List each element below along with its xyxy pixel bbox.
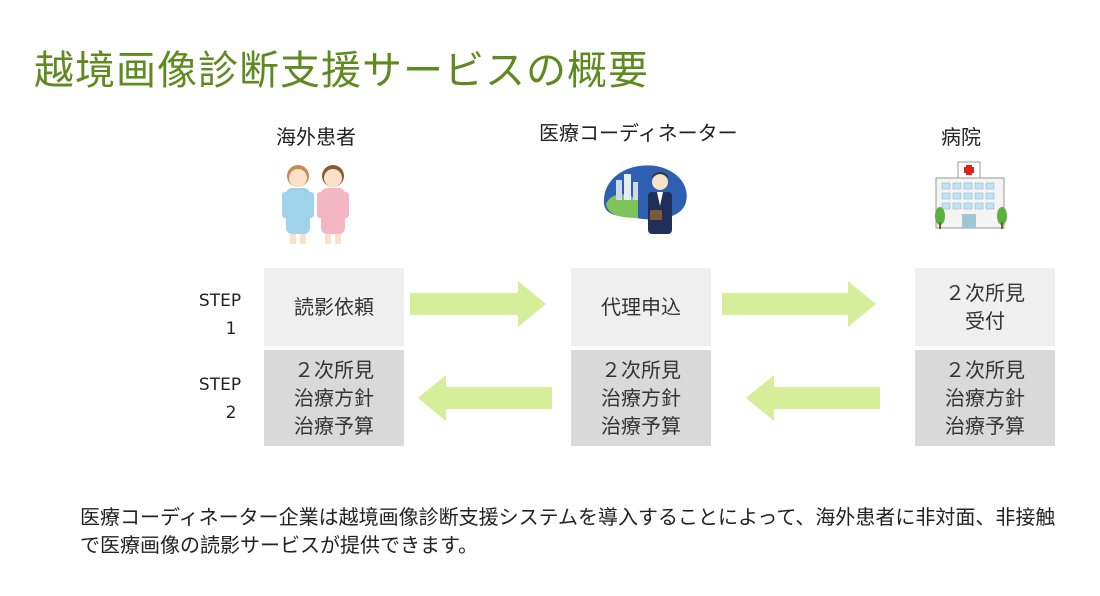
arrow-right-icon [410, 281, 546, 327]
step2-hospital-box: ２次所見 治療方針 治療予算 [915, 350, 1055, 446]
arrow-left-icon [418, 375, 552, 421]
hospital-icon [935, 161, 1007, 229]
step2-patient-box: ２次所見 治療方針 治療予算 [264, 350, 404, 446]
coordinator-label: 医療コーディネーター [539, 121, 738, 145]
step2-coordinator-box: ２次所見 治療方針 治療予算 [571, 350, 711, 446]
step-1-label: STEP 1 [198, 291, 242, 339]
hospital-label: 病院 [941, 125, 981, 149]
arrow-left-icon [746, 375, 880, 421]
page-title: 越境画像診断支援サービスの概要 [34, 48, 649, 94]
description-text: 医療コーディネーター企業は越境画像診断支援システムを導入することによって、海外患… [80, 505, 1056, 557]
step1-hospital-box: ２次所見 受付 [915, 268, 1055, 346]
step1-coordinator-box: 代理申込 [571, 268, 711, 346]
step1-patient-box: 読影依頼 [264, 268, 404, 346]
patient-label: 海外患者 [276, 125, 356, 149]
patients-icon [282, 165, 349, 244]
coordinator-icon [603, 165, 687, 234]
arrow-right-icon [722, 281, 876, 327]
step-2-label: STEP 2 [198, 375, 242, 423]
